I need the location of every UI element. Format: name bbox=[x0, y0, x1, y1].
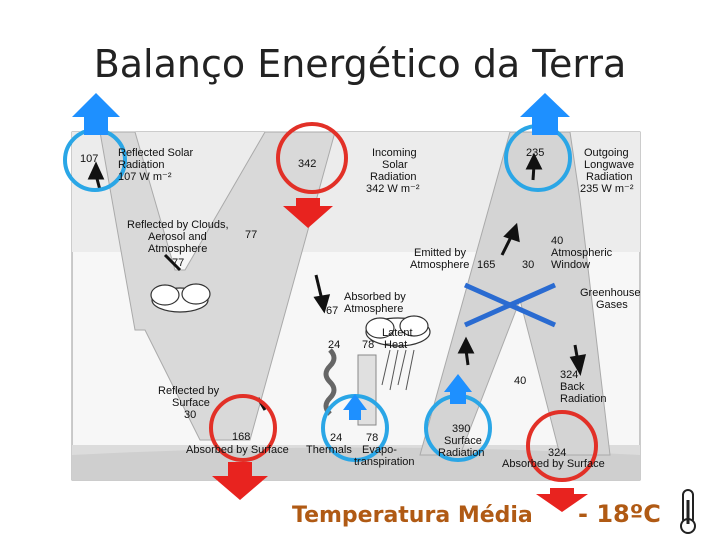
outgoing-label: Outgoing Longwave Radiation 235 W m⁻² 23… bbox=[526, 147, 634, 195]
diagram-label: 78 bbox=[366, 432, 378, 444]
greenhouse-label: Greenhouse Gases bbox=[580, 287, 641, 311]
blue-arrow-up-surface bbox=[444, 374, 472, 404]
blue-arrow-up-thermals bbox=[343, 394, 367, 420]
blue-arrow-up-left bbox=[72, 93, 120, 135]
diagram-label: Greenhouse bbox=[580, 287, 641, 299]
greenhouse-cross bbox=[463, 282, 557, 328]
diagram-label: Atmospheric bbox=[551, 247, 613, 259]
diagram-label: Radiation bbox=[370, 171, 416, 183]
absorbed-atmosphere-label: Absorbed by Atmosphere 67 bbox=[326, 291, 406, 317]
diagram-label: Radiation bbox=[118, 159, 164, 171]
cloud-left bbox=[150, 283, 211, 313]
rain-lines bbox=[381, 349, 415, 391]
diagram-label: Reflected by Clouds, bbox=[127, 219, 229, 231]
emitted-atmosphere-label: Emitted by Atmosphere 165 30 bbox=[410, 247, 534, 271]
diagram-label: Radiation bbox=[438, 447, 484, 459]
diagram-label: 342 W m⁻² bbox=[366, 183, 420, 195]
diagram-label: 235 bbox=[526, 147, 544, 159]
diagram-label: Absorbed by Surface bbox=[502, 458, 605, 470]
thermals-wave bbox=[323, 348, 337, 416]
diagram-label: 342 bbox=[298, 158, 316, 170]
diagram-label: 24 bbox=[328, 339, 340, 351]
atmospheric-window-label: 40 Atmospheric Window bbox=[551, 235, 613, 271]
reflected-clouds-label: Reflected by Clouds, Aerosol and Atmosph… bbox=[127, 219, 257, 269]
diagram-label: Surface bbox=[444, 435, 482, 447]
blue-arrow-up-right bbox=[520, 93, 570, 135]
flow-arrows bbox=[87, 152, 587, 411]
cloud-middle bbox=[365, 315, 431, 347]
circle-back-absorbed bbox=[526, 410, 598, 482]
diagram-label: 390 bbox=[452, 423, 470, 435]
diagram-label: Atmosphere bbox=[410, 259, 469, 271]
red-arrow-down-incoming bbox=[283, 198, 333, 228]
thermometer-icon bbox=[680, 489, 696, 534]
diagram-label: Surface bbox=[172, 397, 210, 409]
diagram-label: Absorbed by bbox=[344, 291, 406, 303]
diagram-label: 324 bbox=[548, 447, 566, 459]
diagram-label: Atmosphere bbox=[344, 303, 403, 315]
diagram-label: Gases bbox=[596, 299, 628, 311]
back-radiation-label: 324 Back Radiation 40 bbox=[514, 369, 606, 405]
diagram-label: Latent bbox=[382, 327, 413, 339]
diagram-label: 107 W m⁻² bbox=[118, 171, 172, 183]
diagram-label: Heat bbox=[384, 339, 407, 351]
reflected-surface-label: Reflected by Surface 30 bbox=[158, 385, 220, 421]
diagram-label: transpiration bbox=[354, 456, 415, 468]
diagram-label: 324 bbox=[560, 369, 578, 381]
diagram-label: Solar bbox=[382, 159, 408, 171]
diagram-label: 30 bbox=[522, 259, 534, 271]
diagram-label: Reflected by bbox=[158, 385, 220, 397]
circle-absorbed-surface bbox=[209, 394, 277, 462]
red-arrow-down-surface bbox=[212, 462, 268, 500]
longwave-band bbox=[419, 131, 611, 456]
latent-heat-label: Latent Heat 24 78 bbox=[328, 327, 413, 351]
diagram-label: Outgoing bbox=[584, 147, 629, 159]
diagram-label: 30 bbox=[184, 409, 196, 421]
red-arrow-down-back bbox=[536, 488, 588, 512]
diagram-label: Longwave bbox=[584, 159, 634, 171]
diagram-label: Incoming bbox=[372, 147, 417, 159]
page-title: Balanço Energético da Terra bbox=[93, 42, 627, 86]
circle-incoming bbox=[276, 122, 348, 194]
reflected-solar-label: Reflected Solar Radiation 107 W m⁻² 107 bbox=[80, 147, 194, 183]
diagram-label: 235 W m⁻² bbox=[580, 183, 634, 195]
bottom-labels: 168 Absorbed by Surface Thermals 24 78 E… bbox=[186, 423, 605, 470]
surface-ground bbox=[72, 447, 640, 480]
diagram-label: Emitted by bbox=[414, 247, 466, 259]
diagram-label: 168 bbox=[232, 431, 250, 443]
diagram-label: Atmosphere bbox=[148, 243, 207, 255]
diagram-label: Aerosol and bbox=[148, 231, 207, 243]
diagram-label: Reflected Solar bbox=[118, 147, 194, 159]
diagram-label: 24 bbox=[330, 432, 342, 444]
diagram-label: Thermals bbox=[306, 444, 352, 456]
diagram-label: 40 bbox=[551, 235, 563, 247]
diagram-label: Evapo- bbox=[362, 444, 397, 456]
diagram-label: 78 bbox=[362, 339, 374, 351]
diagram-label: Radiation bbox=[586, 171, 632, 183]
diagram-label: Absorbed by Surface bbox=[186, 444, 289, 456]
diagram-label: 67 bbox=[326, 305, 338, 317]
diagram-label: 77 bbox=[172, 257, 184, 269]
diagram-label: 107 bbox=[80, 153, 98, 165]
diagram-label: 40 bbox=[514, 375, 526, 387]
diagram-label: Radiation bbox=[560, 393, 606, 405]
incoming-solar-label: Incoming Solar Radiation 342 W m⁻² 342 bbox=[298, 147, 420, 195]
diagram-label: 77 bbox=[245, 229, 257, 241]
diagram-label: Back bbox=[560, 381, 585, 393]
temperature-value: - 18ºC bbox=[578, 500, 661, 528]
temperature-label: Temperatura Média bbox=[292, 503, 533, 528]
diagram-label: 165 bbox=[477, 259, 495, 271]
diagram-label: Window bbox=[551, 259, 590, 271]
